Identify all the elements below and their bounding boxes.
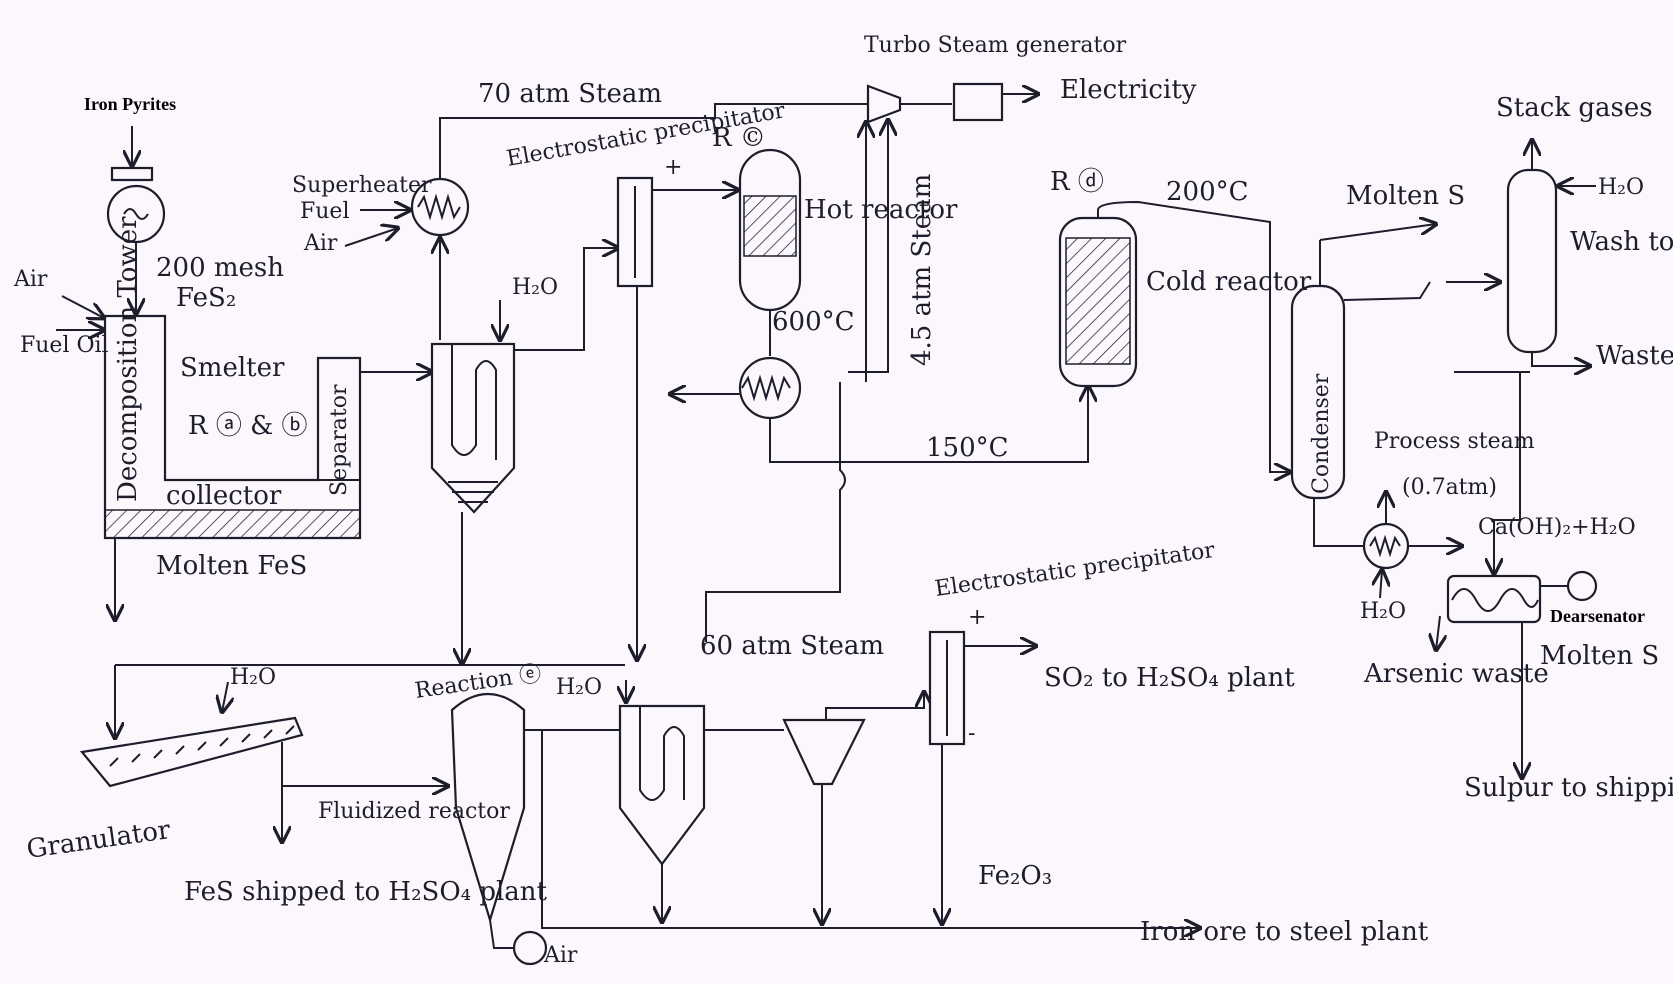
label-fuel-oil: Fuel Oil: [20, 333, 109, 358]
label-separator: Separator: [327, 384, 352, 496]
label-molten-s: Molten S: [1346, 181, 1465, 211]
label-process-steam-p: (0.7atm): [1402, 475, 1497, 500]
label-waste: Waste: [1596, 341, 1673, 371]
label-turbo: Turbo Steam generator: [864, 33, 1127, 58]
label-mesh: 200 mesh: [156, 253, 284, 283]
label-plus-1: +: [664, 155, 682, 180]
label-arsenic: Arsenic waste: [1363, 659, 1549, 689]
waste-heat-boiler-2: [620, 680, 784, 922]
label-fes2: FeS₂: [176, 283, 236, 313]
waste-heat-boiler-1: [432, 248, 618, 664]
label-superheater: Superheater: [292, 173, 432, 198]
label-plus-2: +: [968, 605, 986, 630]
label-steam60: 60 atm Steam: [700, 631, 884, 661]
molten-fes-layer: [105, 510, 360, 538]
label-steam70: 70 atm Steam: [478, 79, 662, 109]
electrostatic-precipitator-1: [618, 178, 738, 660]
label-wash: Wash tower: [1570, 227, 1673, 257]
label-h2o-1: H₂O: [512, 275, 558, 300]
label-molten-s2: Molten S: [1540, 641, 1659, 671]
label-200: 200°C: [1166, 177, 1249, 207]
label-iron-ore: Iron ore to steel plant: [1140, 917, 1429, 947]
label-rab: R ⓐ & ⓑ: [188, 411, 308, 441]
label-fluidized: Fluidized reactor: [318, 799, 510, 824]
label-600: 600°C: [772, 307, 855, 337]
label-cold: Cold reactor: [1146, 267, 1312, 297]
cyclone-hopper: [784, 692, 924, 924]
label-sulpur: Sulpur to shipping: [1464, 773, 1673, 803]
label-process-steam: Process steam: [1374, 429, 1535, 454]
label-air-1: Air: [303, 231, 338, 256]
label-molten-fes: Molten FeS: [156, 551, 307, 581]
label-fe2o3: Fe₂O₃: [978, 861, 1052, 891]
label-h2o-dear: H₂O: [1360, 599, 1406, 624]
label-minus-2: -: [968, 721, 975, 746]
label-h2o-wash: H₂O: [1598, 175, 1644, 200]
label-h2o-gran: H₂O: [230, 665, 276, 690]
label-esp2: Electrostatic precipitator: [933, 538, 1216, 602]
label-air-2: Air: [13, 267, 48, 292]
label-granulator: Granulator: [25, 815, 173, 865]
label-dearsenator: Dearsenator: [1550, 606, 1645, 626]
cold-reactor: [1060, 202, 1290, 472]
label-stack: Stack gases: [1496, 93, 1653, 123]
label-fuel: Fuel: [300, 199, 350, 224]
label-h2o-2: H₂O: [556, 675, 602, 700]
label-steam45: 4.5 atm Steam: [907, 174, 937, 366]
label-r-c: R ©: [712, 123, 766, 153]
label-collector: collector: [166, 481, 282, 511]
label-smelter: Smelter: [180, 353, 285, 383]
label-fes-ship: FeS shipped to H₂SO₄ plant: [184, 877, 548, 907]
label-r-d: R ⓓ: [1050, 167, 1104, 197]
label-electricity: Electricity: [1060, 75, 1197, 105]
label-caoh: Ca(OH)₂+H₂O: [1478, 515, 1636, 540]
label-decomp: Decomposition Tower: [113, 216, 143, 502]
label-iron-pyrites: Iron Pyrites: [84, 94, 176, 114]
label-condenser: Condenser: [1309, 373, 1334, 494]
wash-tower: [1454, 140, 1596, 574]
label-so2: SO₂ to H₂SO₄ plant: [1044, 663, 1295, 693]
label-air-3: Air: [543, 943, 578, 968]
label-150: 150°C: [926, 433, 1009, 463]
